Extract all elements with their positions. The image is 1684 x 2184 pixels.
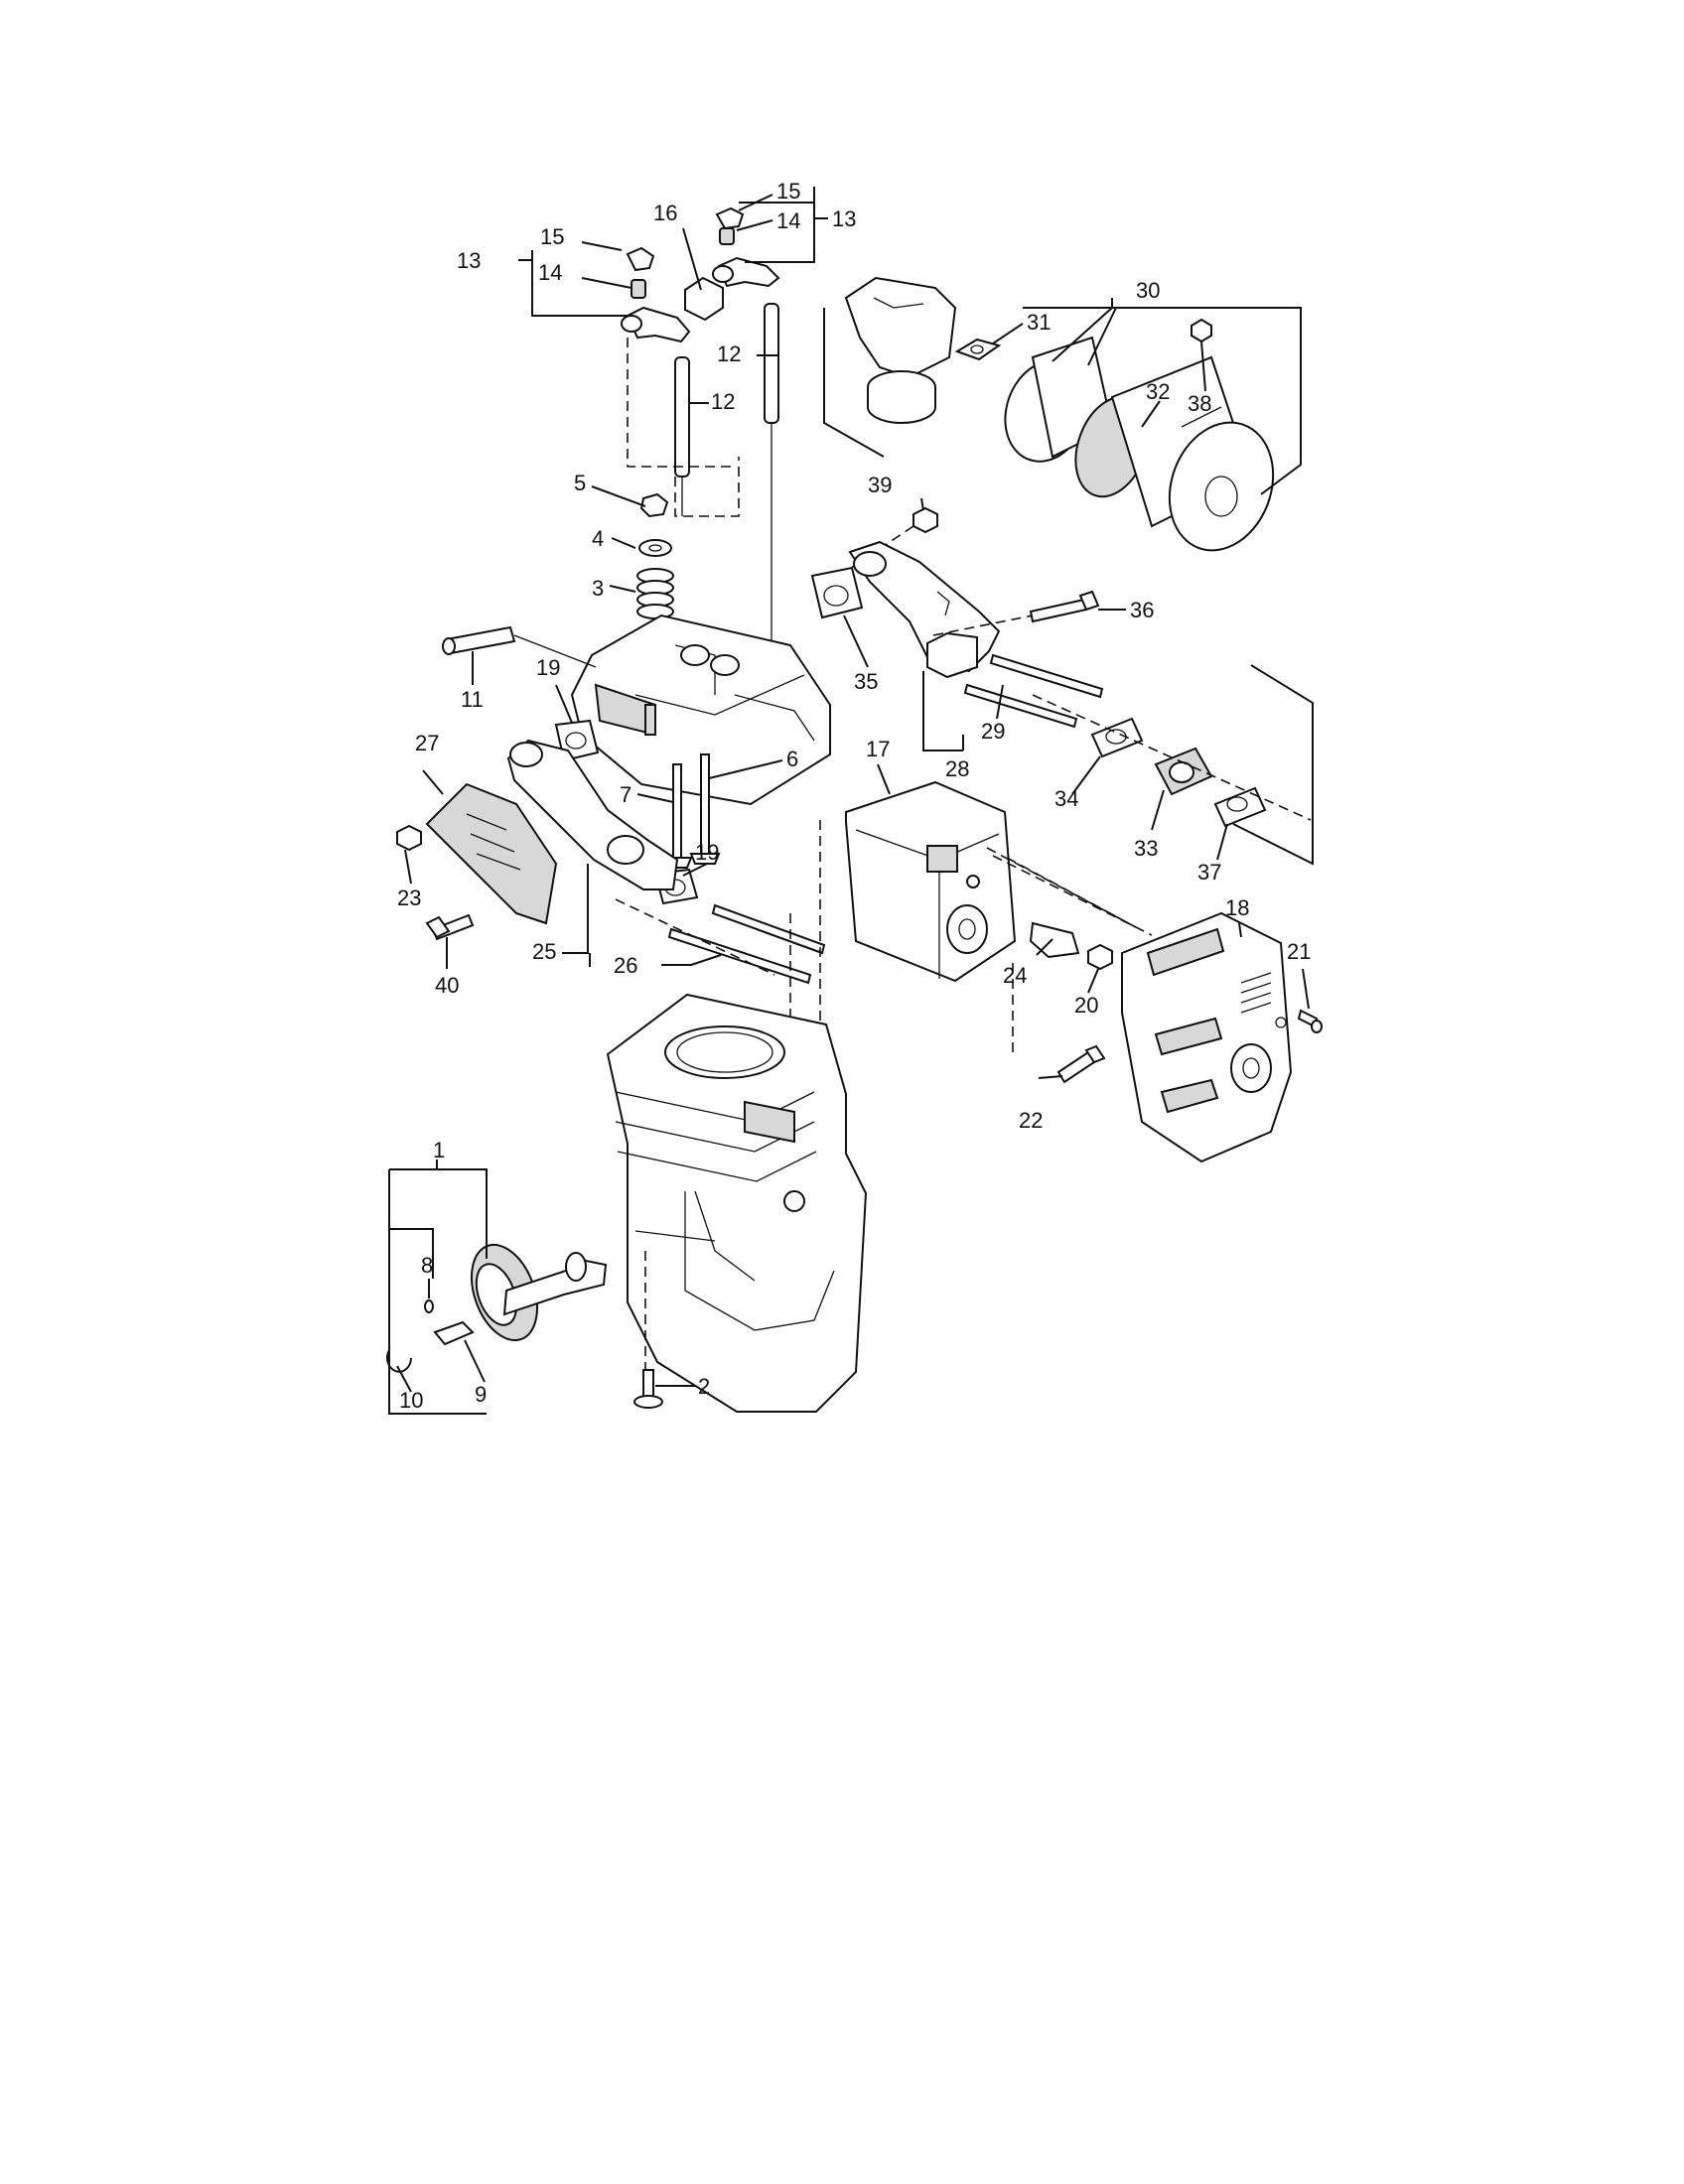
screw-21 <box>1297 1009 1323 1033</box>
gasket-34 <box>1090 717 1144 758</box>
callout-4: 4 <box>592 526 604 551</box>
callout-15-left: 15 <box>540 224 564 249</box>
bracket-9 <box>433 1320 475 1346</box>
callout-15-right: 15 <box>776 179 800 204</box>
callout-27: 27 <box>415 731 439 755</box>
callout-40: 40 <box>435 973 459 998</box>
callout-7: 7 <box>620 782 632 807</box>
callout-29: 29 <box>981 719 1005 744</box>
callout-17: 17 <box>866 737 890 761</box>
studs-26 <box>667 903 826 985</box>
callout-37: 37 <box>1197 860 1221 885</box>
exhaust-pipe-28 <box>848 540 1001 679</box>
callout-23: 23 <box>397 886 421 910</box>
callout-14-right: 14 <box>776 208 800 233</box>
callout-10: 10 <box>399 1388 423 1413</box>
callout-36: 36 <box>1130 598 1154 622</box>
valve-spring-3 <box>636 568 674 619</box>
callout-39: 39 <box>868 473 892 497</box>
callout-9: 9 <box>475 1382 487 1407</box>
nut-23 <box>396 824 422 852</box>
callout-35: 35 <box>854 669 878 694</box>
muffler-17 <box>845 780 1017 983</box>
callout-11: 11 <box>461 687 484 712</box>
rocker-arm-assembly-left <box>621 246 691 343</box>
muffler-cover-18 <box>1121 911 1293 1163</box>
air-cleaner-assembly <box>1004 336 1275 552</box>
callout-21: 21 <box>1287 939 1311 964</box>
callout-25: 25 <box>532 939 556 964</box>
callout-30: 30 <box>1136 278 1160 303</box>
gasket-31 <box>954 338 1002 361</box>
callout-34: 34 <box>1054 786 1078 811</box>
cylinder-block <box>606 993 868 1413</box>
callout-31: 31 <box>1027 310 1051 335</box>
pivot-16 <box>684 276 724 322</box>
callout-labels: 1 2 3 4 5 6 7 8 9 10 11 12 12 13 13 14 1… <box>397 179 1311 1413</box>
callout-19-lower: 19 <box>695 840 719 865</box>
gasket-37 <box>1213 786 1267 828</box>
callout-5: 5 <box>574 471 586 495</box>
flange-33 <box>1154 747 1213 796</box>
callout-14-left: 14 <box>538 260 562 285</box>
callout-13-left: 13 <box>457 248 481 273</box>
cover-27 <box>425 782 558 925</box>
callout-12-left: 12 <box>711 389 735 414</box>
callout-20: 20 <box>1074 993 1098 1018</box>
pin-11 <box>442 625 516 655</box>
nut-38 <box>1191 318 1212 343</box>
bolt-36 <box>1029 590 1100 623</box>
callout-18: 18 <box>1225 895 1249 920</box>
callout-24: 24 <box>1003 963 1027 988</box>
callout-19-upper: 19 <box>536 655 560 680</box>
callout-22: 22 <box>1019 1108 1043 1133</box>
pin-8 <box>424 1299 434 1313</box>
callout-28: 28 <box>945 756 969 781</box>
callout-33: 33 <box>1134 836 1158 861</box>
callout-3: 3 <box>592 576 604 601</box>
push-rods <box>674 303 779 655</box>
callout-6: 6 <box>786 747 798 771</box>
callout-13-right: 13 <box>832 206 856 231</box>
callout-26: 26 <box>614 953 637 978</box>
intake-pipe-25 <box>506 739 679 890</box>
bracket-24 <box>1029 921 1080 959</box>
clip-10 <box>386 1349 412 1373</box>
callout-1: 1 <box>433 1138 445 1162</box>
cylinder-head <box>570 614 831 806</box>
exhaust-gasket-35 <box>810 566 864 619</box>
nut-39 <box>912 506 938 534</box>
spring-retainer-4 <box>638 539 672 557</box>
carburetor <box>844 276 957 424</box>
callout-32: 32 <box>1146 379 1170 404</box>
callout-12-right: 12 <box>717 341 741 366</box>
callout-16: 16 <box>653 201 677 225</box>
callout-8: 8 <box>421 1253 433 1278</box>
studs-29 <box>963 653 1104 729</box>
nut-20 <box>1087 943 1113 971</box>
camshaft-gear <box>471 1243 608 1342</box>
callout-2: 2 <box>698 1374 710 1399</box>
valve-cotter-5 <box>639 492 669 518</box>
bolt-40 <box>425 913 475 941</box>
rocker-arm-assembly-right <box>712 206 780 288</box>
bolt-22 <box>1056 1044 1106 1084</box>
bolt-2 <box>633 1369 663 1409</box>
callout-38: 38 <box>1188 391 1211 416</box>
